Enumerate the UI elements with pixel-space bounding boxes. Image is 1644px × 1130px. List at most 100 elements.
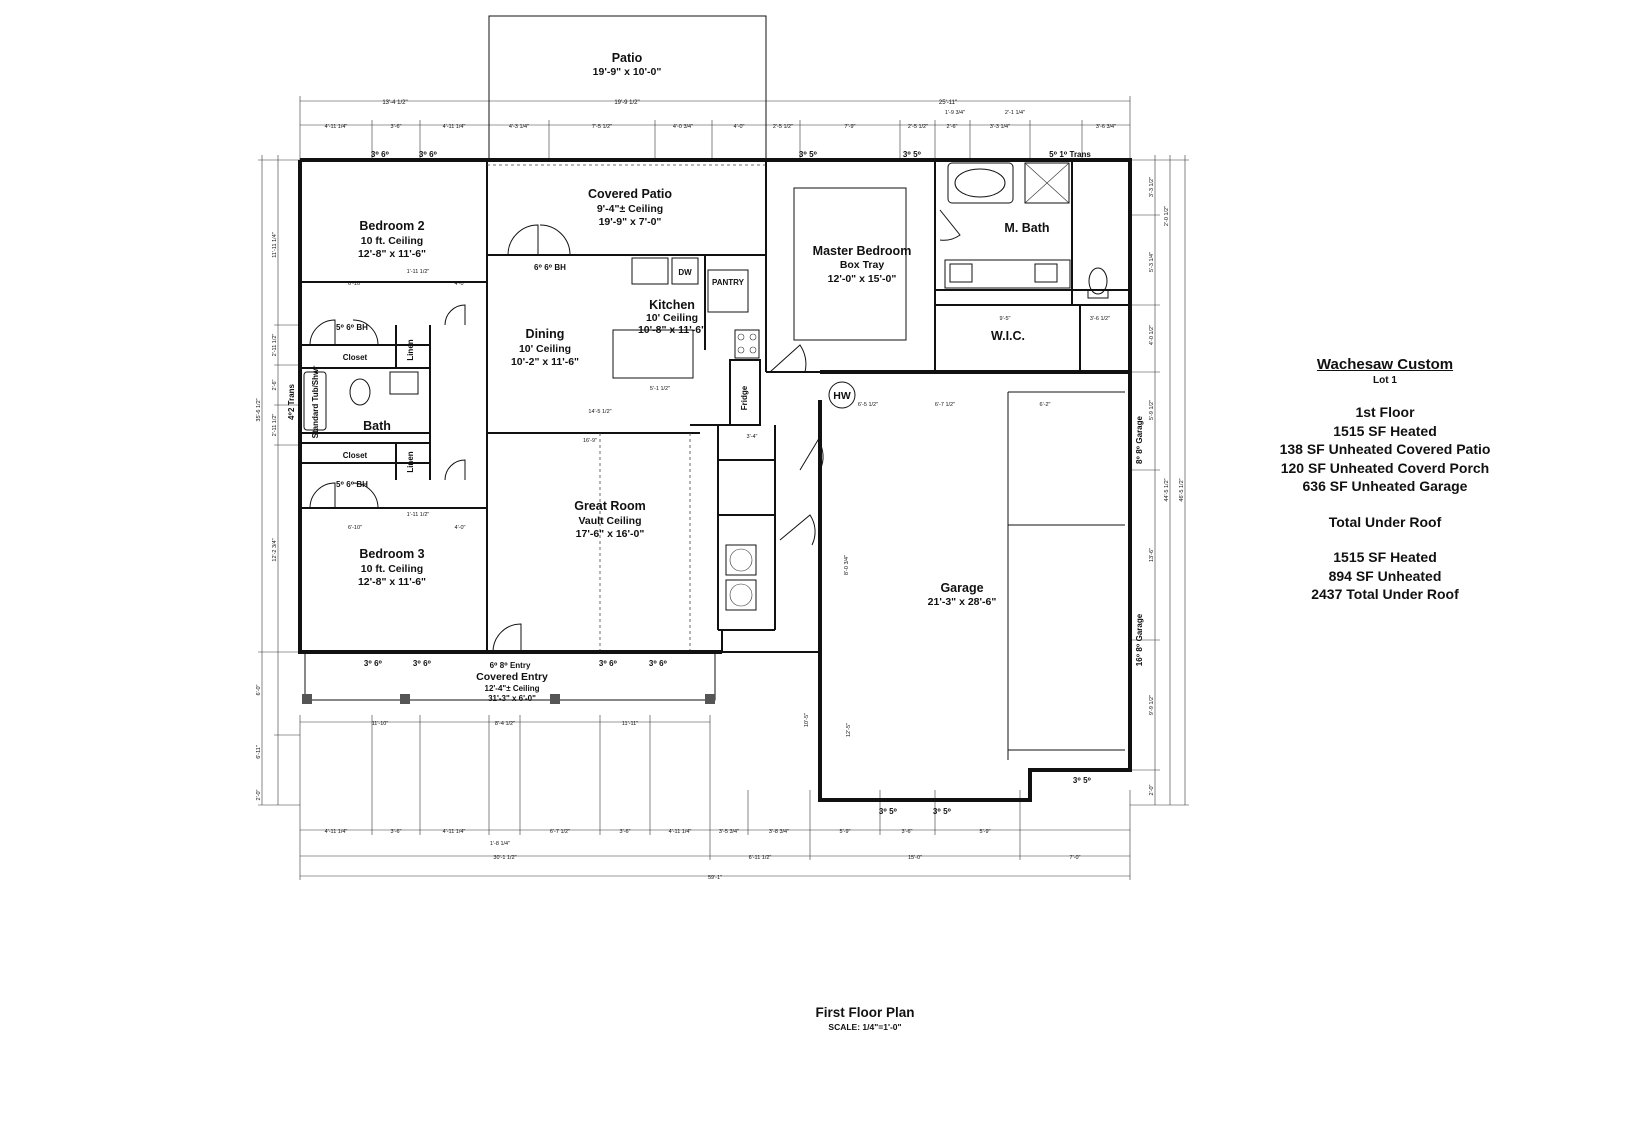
patio-slab bbox=[488, 15, 767, 161]
dim-right-4: 4'-0 1/2" bbox=[1149, 325, 1155, 345]
dim-top-detail-1: 4'-11 1/4" bbox=[325, 124, 348, 130]
washer bbox=[725, 579, 757, 611]
dim-interior: 1'-11 1/2" bbox=[407, 269, 430, 275]
sink-icon bbox=[949, 263, 973, 283]
dim-left-4: 2'-11 1/2" bbox=[272, 414, 278, 437]
fixtures bbox=[303, 162, 1109, 611]
window-label: 3⁰ 6⁰ bbox=[649, 659, 668, 668]
dim-top-detail-8: 2'-5 1/2" bbox=[773, 124, 793, 130]
dw-label: DW bbox=[678, 268, 692, 277]
dim-right-6: 13'-6" bbox=[1149, 548, 1155, 562]
master-bedroom-label: Master Bedroom bbox=[813, 244, 912, 258]
toilet-tank bbox=[1087, 289, 1109, 299]
dim-interior: 9'-5" bbox=[1000, 316, 1011, 322]
bedroom3-ceiling: 10 ft. Ceiling bbox=[361, 563, 423, 575]
trans-window-label: 4⁰2 Trans bbox=[287, 383, 296, 420]
porch-column bbox=[550, 694, 560, 704]
bh-dining-label: 6⁰ 6⁰ BH bbox=[534, 263, 566, 272]
dim-top-detail-4: 4'-3 1/4" bbox=[509, 124, 529, 130]
dining-size: 10'-2" x 11'-6" bbox=[511, 356, 579, 368]
total-heated: 1515 SF Heated bbox=[1333, 549, 1437, 565]
bath-label: Bath bbox=[363, 419, 391, 433]
top-dimensions: 13'-4 1/2" 19'-9 1/2" 25'-11" 1'-9 3/4" … bbox=[299, 96, 1131, 160]
toilet-icon bbox=[1088, 267, 1108, 295]
plan-title: First Floor Plan bbox=[815, 1005, 915, 1020]
covered-entry-ceiling: 12'-4"± Ceiling bbox=[485, 684, 540, 693]
dim-top-detail-5: 7'-5 1/2" bbox=[592, 124, 612, 130]
dim-interior: 4'-0" bbox=[455, 525, 466, 531]
dim-bottom-small: 1'-8 1/4" bbox=[490, 841, 510, 847]
dim-bottom-detail-9: 5'-9" bbox=[840, 829, 851, 835]
dim-bottom-overall-1: 30'-1 1/2" bbox=[493, 855, 516, 861]
minor-labels: Closet Closet Linen Linen PANTRY HW DW F… bbox=[287, 150, 1144, 816]
porch-column bbox=[400, 694, 410, 704]
kitchen-size: 10'-8" x 11'-6" bbox=[638, 324, 706, 336]
covered-entry-size: 31'-3" x 6'-0" bbox=[488, 694, 536, 703]
dim-interior: 10'-5" bbox=[804, 713, 810, 727]
master-tub bbox=[947, 162, 1014, 204]
dim-top-overall-1: 13'-4 1/2" bbox=[382, 100, 407, 106]
dim-bottom-detail-5: 3'-6" bbox=[620, 829, 631, 835]
dim-bottom-detail-7: 3'-5 3/4" bbox=[719, 829, 739, 835]
window-label: 3⁰ 6⁰ bbox=[364, 659, 383, 668]
bh-label: 5⁰ 6⁰ BH bbox=[336, 480, 368, 489]
kitchen-label: Kitchen bbox=[649, 298, 695, 312]
dim-left-5: 12'-2 3/4" bbox=[272, 538, 278, 561]
total-unheated: 894 SF Unheated bbox=[1328, 567, 1442, 584]
covered-patio-size: 19'-9" x 7'-0" bbox=[599, 216, 662, 228]
porch-column bbox=[302, 694, 312, 704]
dim-bottom-overall-4: 7'-0" bbox=[1070, 855, 1081, 861]
dim-bottom-detail-8: 3'-8 3/4" bbox=[769, 829, 789, 835]
hw-label: HW bbox=[833, 390, 851, 402]
dim-entry-2: 8'-4 1/2" bbox=[495, 721, 515, 727]
dim-left-3: 2'-6" bbox=[272, 379, 278, 390]
master-bath-label: M. Bath bbox=[1004, 221, 1049, 235]
dim-entry-3: 11'-11" bbox=[622, 721, 638, 727]
dim-bottom-detail-4: 6'-7 1/2" bbox=[550, 829, 570, 835]
floor-label: 1st Floor bbox=[1355, 404, 1415, 420]
covered-porch-sf: 120 SF Unheated Coverd Porch bbox=[1280, 459, 1490, 476]
sink-icon bbox=[389, 371, 419, 395]
garage-label: Garage bbox=[940, 581, 983, 595]
master-bedroom-size: 12'-0" x 15'-0" bbox=[828, 273, 897, 285]
garage-sf: 636 SF Unheated Garage bbox=[1302, 478, 1468, 494]
heated-sf: 1515 SF Heated bbox=[1333, 422, 1437, 439]
great-room-label: Great Room bbox=[574, 499, 646, 513]
sink-icon bbox=[1034, 263, 1058, 283]
project-info: Wachesaw Custom Lot 1 1st Floor 1515 SF … bbox=[1270, 356, 1500, 604]
window-label: 3⁰ 6⁰ bbox=[413, 659, 432, 668]
covered-patio-ceiling: 9'-4"± Ceiling bbox=[597, 203, 663, 215]
dim-top-small-2: 2'-1 1/4" bbox=[1005, 110, 1025, 116]
bedroom2-label: Bedroom 2 bbox=[359, 219, 424, 233]
covered-patio-label: Covered Patio bbox=[588, 187, 672, 201]
dining-ceiling: 10' Ceiling bbox=[519, 343, 571, 355]
dim-top-overall-3: 25'-11" bbox=[939, 100, 957, 106]
dim-top-detail-2: 3'-6" bbox=[391, 124, 402, 130]
dim-interior: 4'-0" bbox=[455, 281, 466, 287]
master-vanity bbox=[944, 259, 1071, 289]
dim-interior: 6'-2" bbox=[1040, 402, 1051, 408]
dim-left-total: 35'-6 1/2" bbox=[256, 398, 262, 421]
exterior-walls bbox=[298, 15, 1132, 802]
linen-label: Linen bbox=[406, 451, 415, 472]
room-labels: Patio 19'-9" x 10'-0" Covered Patio 9'-4… bbox=[358, 51, 1050, 703]
window-label: 3⁰ 5⁰ bbox=[903, 150, 922, 159]
window-label: 3⁰ 5⁰ bbox=[1073, 776, 1092, 785]
bottom-dimensions: 11'-10" 8'-4 1/2" 11'-11" 4'-11 1/4" 3'-… bbox=[299, 715, 1131, 881]
dim-bottom-total: 59'-1" bbox=[708, 875, 722, 881]
dim-interior: 8'-0 3/4" bbox=[844, 555, 850, 575]
linen-label: Linen bbox=[406, 339, 415, 360]
dim-interior: 6'-7 1/2" bbox=[935, 402, 955, 408]
dim-interior: 3'-6 1/2" bbox=[1090, 316, 1110, 322]
closet-label: Closet bbox=[343, 353, 368, 362]
dim-left-6: 6'-0" bbox=[256, 684, 262, 695]
kitchen-island bbox=[612, 329, 694, 379]
side-dimensions: 11'-11 1/4" 2'-11 1/2" 2'-6" 2'-11 1/2" … bbox=[256, 155, 1189, 806]
dim-left-1: 11'-11 1/4" bbox=[272, 232, 278, 257]
project-title: Wachesaw Custom bbox=[1316, 356, 1454, 373]
dim-bottom-detail-1: 4'-11 1/4" bbox=[325, 829, 348, 835]
dim-right-1: 3'-3 1/2" bbox=[1149, 177, 1155, 197]
dim-top-overall-2: 19'-9 1/2" bbox=[614, 100, 639, 106]
dim-interior: 1'-11 1/2" bbox=[407, 512, 430, 518]
dim-right-overall-2: 46'-5 1/2" bbox=[1179, 478, 1185, 501]
